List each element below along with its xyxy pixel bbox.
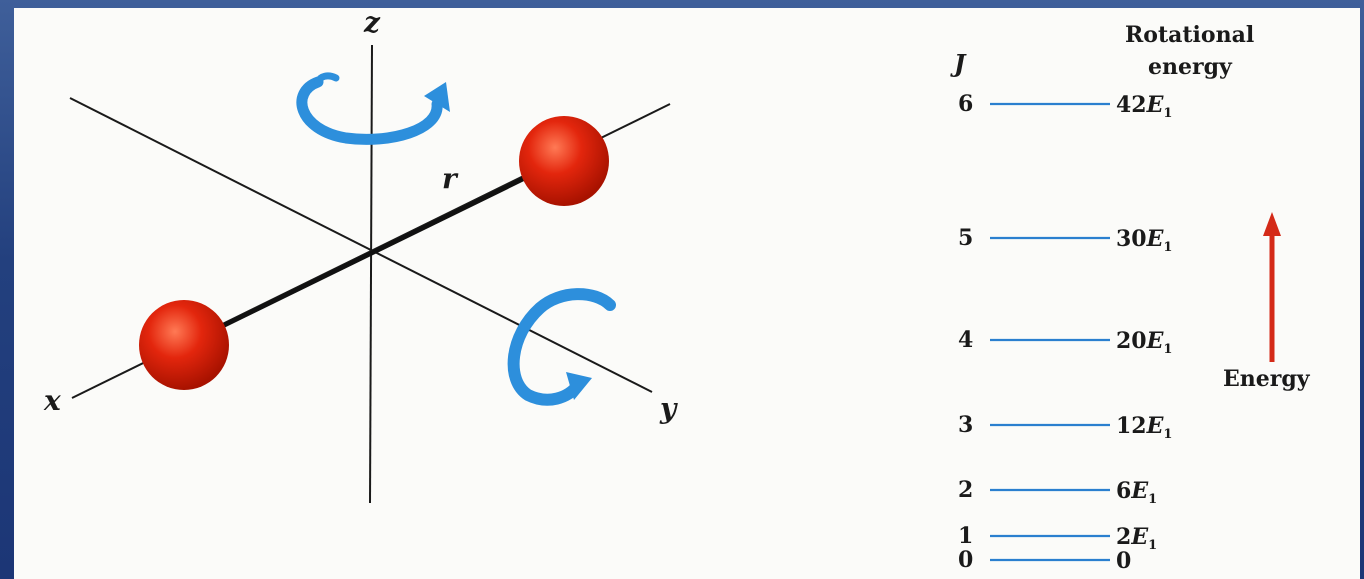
energy-subscript: 1 [1163,342,1172,357]
energy-symbol: E [1146,92,1165,118]
energy-coefficient: 12 [1116,413,1147,439]
rotation-arrow-icon [507,288,616,406]
energy-level-3: 3 12E1 [958,412,1172,442]
molecule-diagram: z x y r [43,6,678,504]
level-energy-value: 0 [1116,548,1131,574]
energy-subscript: 1 [1148,538,1157,553]
level-j-value: 0 [958,547,973,573]
energy-coefficient: 0 [1116,548,1131,574]
energy-coefficient: 30 [1116,226,1147,252]
level-energy-value: 2E1 [1116,524,1157,553]
level-energy-value: 42E1 [1116,92,1172,121]
rotation-arrow-icon [296,72,450,145]
bond-length-label: r [442,162,459,195]
bond-line [183,157,563,348]
level-j-value: 3 [958,412,973,438]
level-j-value: 1 [958,523,973,549]
energy-column-header-line2: energy [1148,54,1233,80]
energy-subscript: 1 [1163,240,1172,255]
energy-coefficient: 2 [1116,524,1131,550]
energy-axis-label: Energy [1223,366,1311,392]
energy-arrow-icon [1263,212,1281,362]
level-j-value: 4 [958,327,973,353]
energy-symbol: E [1146,226,1165,252]
energy-level-2: 2 6E1 [958,477,1157,507]
energy-coefficient: 6 [1116,478,1131,504]
atom-left [139,300,229,390]
level-energy-value: 30E1 [1116,226,1172,255]
atom-right [519,116,609,206]
level-j-value: 5 [958,225,973,251]
y-axis-label: y [659,392,678,425]
energy-symbol: E [1146,413,1165,439]
level-energy-value: 12E1 [1116,413,1172,442]
level-energy-value: 6E1 [1116,478,1157,507]
energy-subscript: 1 [1163,106,1172,121]
energy-column-header-line1: Rotational [1125,22,1254,48]
energy-coefficient: 42 [1116,92,1147,118]
energy-subscript: 1 [1163,427,1172,442]
energy-subscript: 1 [1148,492,1157,507]
energy-symbol: E [1130,524,1149,550]
energy-coefficient: 20 [1116,328,1147,354]
energy-level-4: 4 20E1 [958,327,1172,357]
energy-level-6: 6 42E1 [958,91,1172,121]
x-axis-label: x [43,384,61,417]
j-column-header: J [950,49,967,78]
level-j-value: 2 [958,477,973,503]
z-axis [369,44,373,504]
diagonal-axis-to-y [69,97,653,393]
energy-symbol: E [1130,478,1149,504]
level-j-value: 6 [958,91,973,117]
energy-level-5: 5 30E1 [958,225,1172,255]
level-energy-value: 20E1 [1116,328,1172,357]
figure-panel [14,8,1360,579]
z-axis-label: z [363,6,381,39]
energy-symbol: E [1146,328,1165,354]
